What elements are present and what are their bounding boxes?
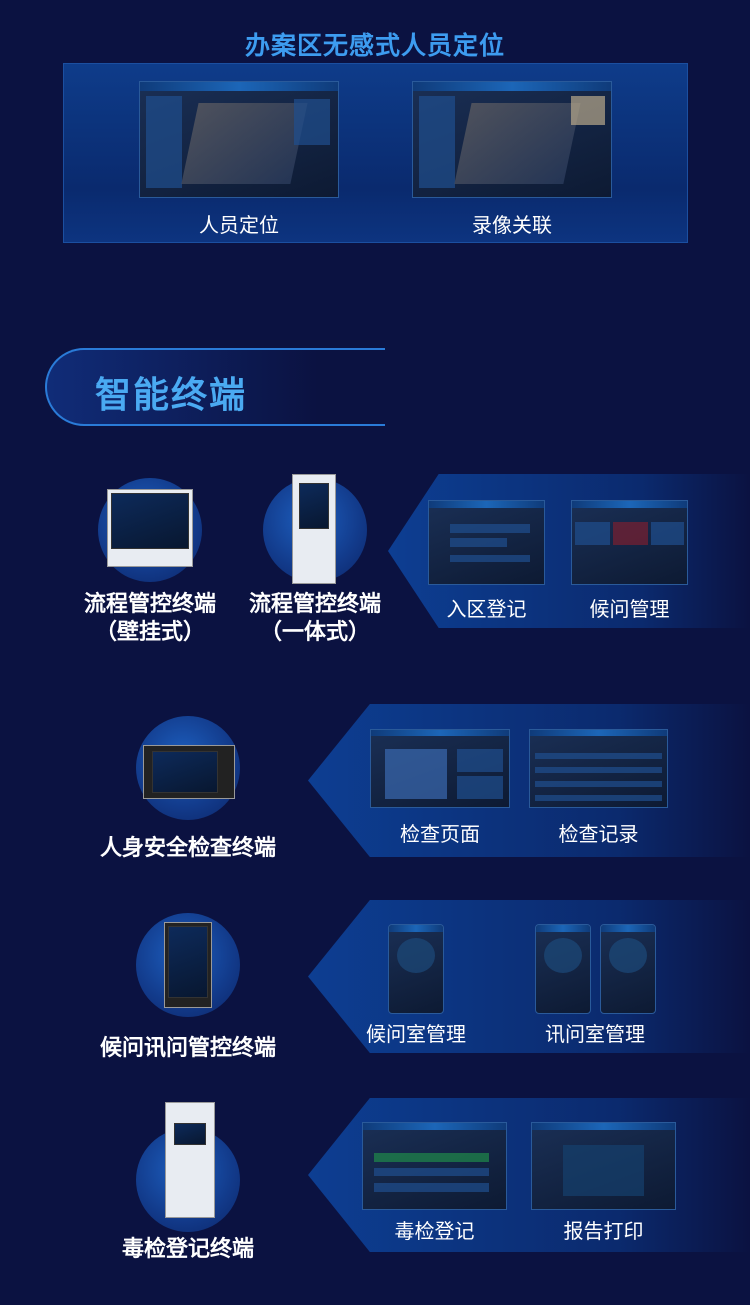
screenshot-interrogation-room (600, 924, 656, 1014)
label: 入区登记 (446, 597, 527, 621)
label: 报告打印 (563, 1219, 644, 1243)
product-type: （一体式） (259, 620, 371, 645)
label-personnel-location: 人员定位 (199, 213, 279, 237)
label: 候问管理 (589, 597, 670, 621)
product-name: 流程管控终端 (248, 592, 382, 617)
label: 检查页面 (400, 822, 480, 846)
screenshot-drug-test-registration (362, 1122, 507, 1210)
positioning-panel: 人员定位 录像关联 (63, 63, 688, 243)
label: 讯问室管理 (545, 1022, 645, 1046)
page-title: 办案区无感式人员定位 (244, 31, 505, 60)
label: 候问室管理 (366, 1022, 466, 1046)
screenshot-check-page (370, 729, 510, 808)
drug-test-terminal-image (165, 1102, 215, 1218)
label: 检查记录 (558, 822, 639, 846)
screenshot-entry-registration (428, 500, 545, 585)
screenshot-check-records (529, 729, 668, 808)
wall-terminal-image (107, 489, 193, 567)
section-title: 智能终端 (95, 375, 248, 416)
security-check-terminal-image (143, 745, 235, 799)
product-name: 候问讯问管控终端 (99, 1036, 277, 1061)
product-type: （壁挂式） (94, 620, 206, 645)
interrogation-terminal-image (164, 922, 212, 1008)
standing-terminal-image (292, 474, 336, 584)
product-name: 毒检登记终端 (121, 1237, 255, 1262)
product-name: 流程管控终端 (83, 592, 217, 617)
screenshot-video-link (412, 81, 612, 198)
screenshot-personnel-location (139, 81, 339, 198)
product-name: 人身安全检查终端 (99, 836, 277, 861)
section-header (45, 348, 385, 426)
screenshot-waiting-management (571, 500, 688, 585)
label-video-link: 录像关联 (472, 213, 552, 237)
label: 毒检登记 (394, 1219, 475, 1243)
screenshot-interrogation-room (535, 924, 591, 1014)
screenshot-report-print (531, 1122, 676, 1210)
screens-panel (308, 900, 750, 1053)
screenshot-waiting-room (388, 924, 444, 1014)
